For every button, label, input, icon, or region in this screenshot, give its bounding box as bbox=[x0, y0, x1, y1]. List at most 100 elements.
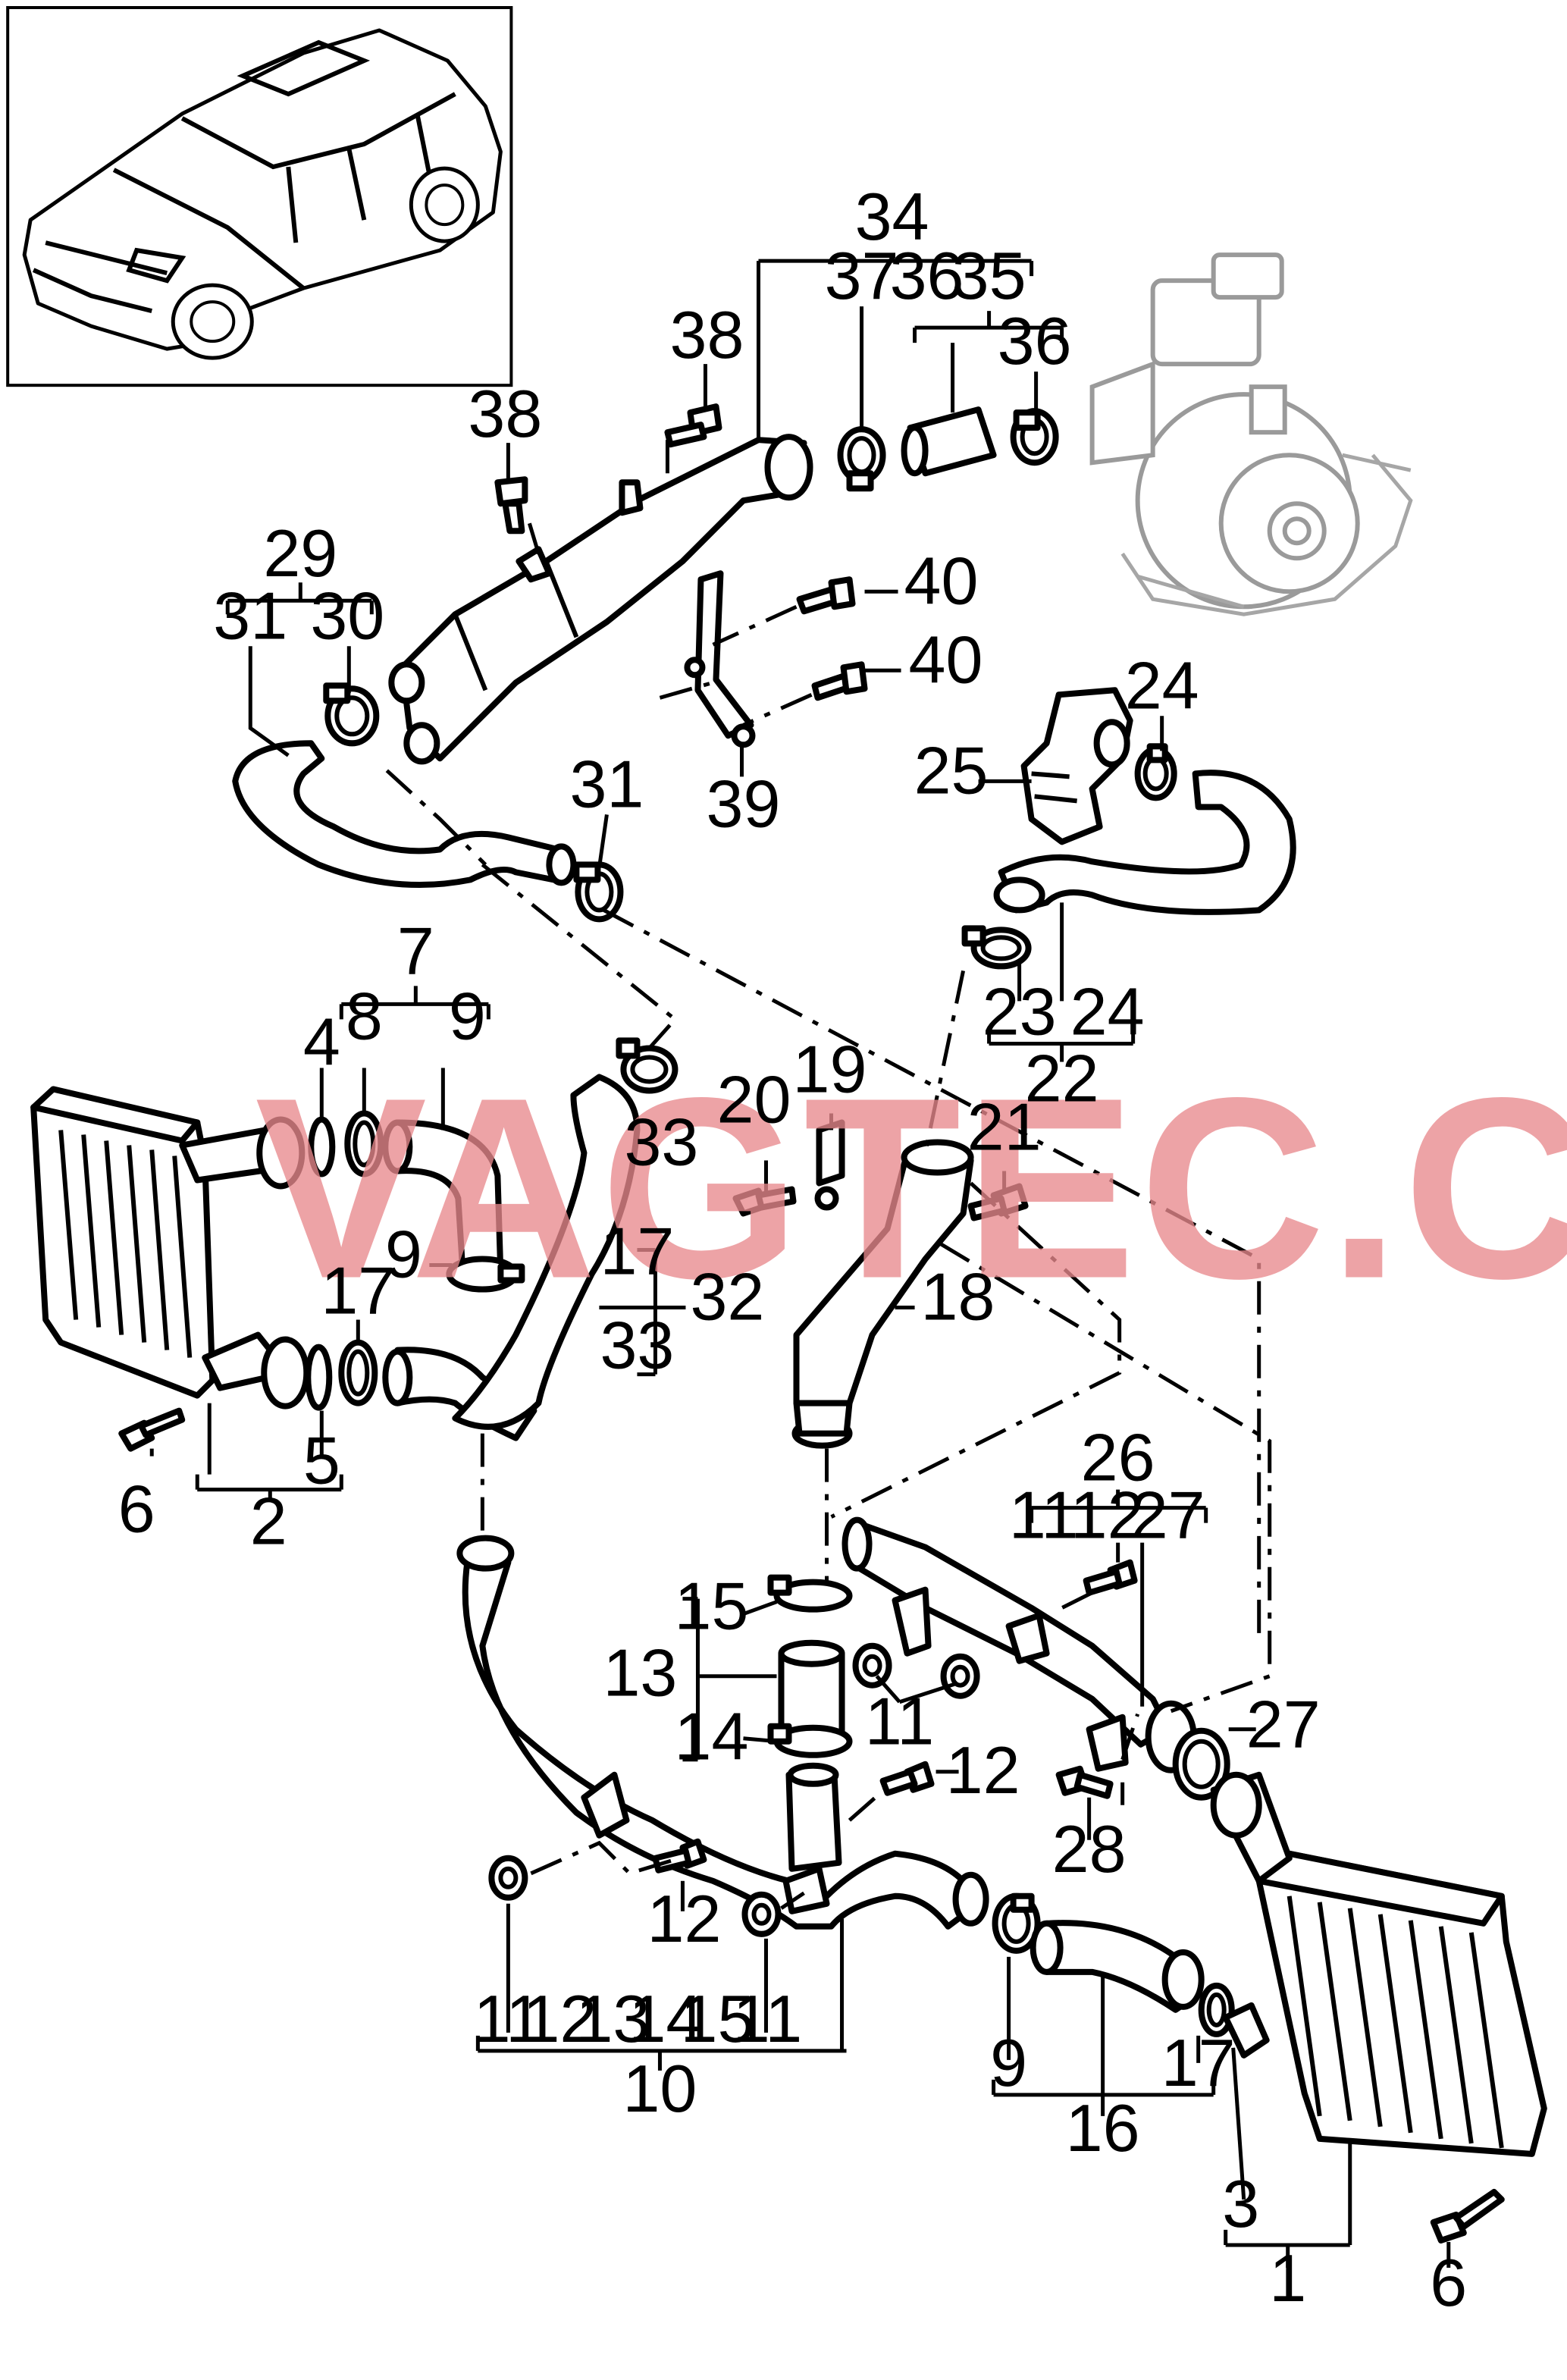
callout-38a: 38 bbox=[670, 297, 744, 372]
callout-14b: 14 bbox=[628, 1981, 703, 2056]
bushing-11-left bbox=[488, 1855, 528, 1901]
bushing-11-mid bbox=[741, 1891, 782, 1937]
bolt-6-right bbox=[1430, 2188, 1505, 2244]
callout-7: 7 bbox=[397, 913, 434, 988]
callout-29: 29 bbox=[263, 516, 337, 591]
callout-13a: 13 bbox=[603, 1635, 677, 1711]
callout-26: 26 bbox=[1081, 1420, 1155, 1495]
callout-11b: 11 bbox=[865, 1684, 934, 1759]
callout-27a: 27 bbox=[1131, 1478, 1205, 1553]
callout-1: 1 bbox=[1269, 2240, 1306, 2316]
callout-11c: 11 bbox=[474, 1981, 543, 2056]
intercooler-right bbox=[1210, 1771, 1547, 2157]
callout-13b: 13 bbox=[575, 1981, 650, 2056]
hose-9-upper bbox=[382, 1119, 504, 1278]
callout-20: 20 bbox=[717, 1061, 791, 1137]
coupling-hose-35 bbox=[901, 406, 997, 477]
o-ring-17-right bbox=[1198, 1982, 1235, 2037]
callout-12b: 12 bbox=[946, 1732, 1020, 1808]
callout-28: 28 bbox=[1052, 1811, 1127, 1886]
callout-18: 18 bbox=[921, 1259, 995, 1334]
callout-19: 19 bbox=[793, 1031, 867, 1106]
sleeve-13 bbox=[778, 1639, 845, 1748]
vehicle-thumbnail bbox=[6, 6, 513, 387]
assembly-lines bbox=[385, 440, 1272, 1910]
callout-9b: 9 bbox=[385, 1217, 422, 1292]
bracket-39 bbox=[684, 570, 756, 748]
callout-31a: 31 bbox=[213, 578, 287, 653]
callout-11a: 11 bbox=[1009, 1478, 1078, 1553]
callout-2: 2 bbox=[250, 1484, 287, 1559]
bolt-6-left bbox=[118, 1407, 186, 1452]
callout-21: 21 bbox=[967, 1089, 1042, 1164]
callout-35: 35 bbox=[952, 238, 1026, 313]
callout-34: 34 bbox=[855, 179, 929, 254]
callout-39: 39 bbox=[707, 766, 781, 841]
callout-12a: 12 bbox=[1070, 1478, 1145, 1553]
bolt-40-lower bbox=[811, 661, 868, 701]
callout-38b: 38 bbox=[468, 376, 542, 451]
callout-25: 25 bbox=[914, 732, 989, 807]
leader-lines bbox=[149, 259, 1451, 2268]
callout-40a: 40 bbox=[904, 543, 979, 618]
clamp-36 bbox=[1010, 408, 1059, 466]
bushing-11-a bbox=[852, 1642, 892, 1689]
callout-30: 30 bbox=[310, 578, 384, 653]
clamp-14 bbox=[767, 1723, 853, 1758]
clamp-9-right bbox=[992, 1892, 1041, 1954]
turbocharger-illustration bbox=[1089, 252, 1413, 616]
pipe-18 bbox=[791, 1139, 974, 1449]
hose-24 bbox=[993, 770, 1296, 915]
callout-14a: 14 bbox=[675, 1699, 749, 1774]
callout-8: 8 bbox=[346, 978, 383, 1053]
clamp-15 bbox=[767, 1574, 853, 1613]
pipe-26 bbox=[841, 1516, 1197, 1773]
bolt-40-upper bbox=[796, 576, 856, 615]
callout-33a: 33 bbox=[624, 1104, 698, 1179]
o-ring-17-left bbox=[338, 1339, 378, 1406]
bolt-38-left bbox=[494, 476, 528, 535]
watermark-text: VAGTEC.COM.UA bbox=[255, 1045, 1567, 1333]
callout-6a: 6 bbox=[118, 1472, 155, 1547]
callout-23: 23 bbox=[983, 974, 1057, 1049]
gasket-5 bbox=[305, 1344, 333, 1411]
callout-24a: 24 bbox=[1125, 648, 1199, 723]
callout-12c: 12 bbox=[647, 1881, 722, 1956]
pipe-10 bbox=[456, 1535, 989, 1930]
o-ring-27 bbox=[1172, 1727, 1230, 1801]
clamp-23 bbox=[961, 925, 1032, 970]
callout-36b: 36 bbox=[998, 303, 1072, 378]
hose-16 bbox=[1030, 1920, 1205, 2013]
bolt-38-upper bbox=[664, 403, 722, 448]
callout-24b: 24 bbox=[1070, 974, 1145, 1049]
clamp-30 bbox=[323, 682, 380, 747]
callout-17a: 17 bbox=[600, 1214, 674, 1289]
upper-intake-pipe bbox=[232, 434, 813, 889]
callout-17b: 17 bbox=[321, 1253, 395, 1328]
callout-17c: 17 bbox=[1161, 2025, 1236, 2100]
callout-6b: 6 bbox=[1430, 2245, 1467, 2320]
bracket-19 bbox=[814, 1119, 845, 1211]
throttle-valve-25 bbox=[1020, 687, 1133, 845]
callout-10: 10 bbox=[622, 2051, 697, 2126]
bolt-12-mid bbox=[879, 1761, 935, 1796]
callout-37: 37 bbox=[825, 238, 899, 313]
callout-12d: 12 bbox=[522, 1981, 597, 2056]
bushing-11-b bbox=[940, 1653, 980, 1699]
callout-15a: 15 bbox=[675, 1569, 749, 1644]
bolt-12-right bbox=[1083, 1559, 1138, 1596]
clamp-37 bbox=[837, 426, 886, 492]
callout-3: 3 bbox=[1222, 2166, 1259, 2241]
intercooler-left bbox=[30, 1086, 310, 1409]
callout-labels: 34 37 36 35 36 38 38 29 31 30 40 40 39 3… bbox=[118, 179, 1468, 2320]
callout-32: 32 bbox=[690, 1259, 764, 1334]
callout-31b: 31 bbox=[569, 746, 644, 821]
clamp-31 bbox=[573, 861, 624, 923]
callout-9a: 9 bbox=[449, 978, 486, 1053]
callout-16: 16 bbox=[1066, 2090, 1140, 2165]
callout-36a: 36 bbox=[890, 238, 964, 313]
callout-33b: 33 bbox=[600, 1308, 674, 1383]
hose-32 bbox=[452, 1074, 641, 1430]
clamp-24-upper bbox=[1134, 743, 1177, 801]
